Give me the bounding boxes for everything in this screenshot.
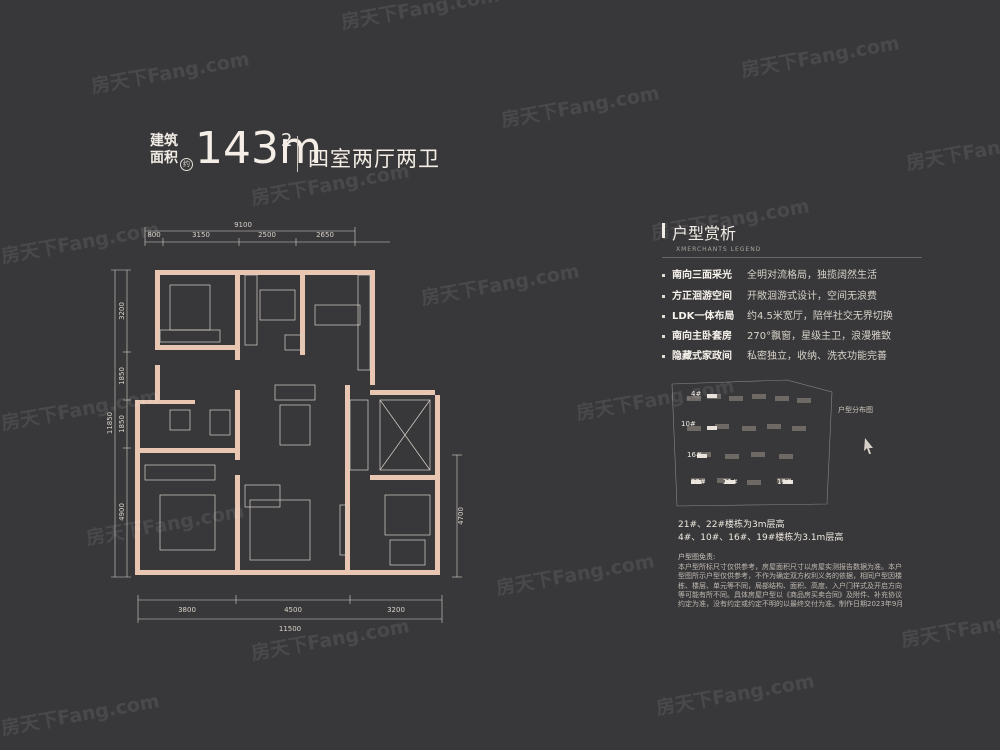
building-label: 21# (723, 478, 738, 486)
building-label: 19# (777, 478, 792, 486)
building-label: 22# (691, 478, 706, 486)
watermark: 房天下Fang.com (89, 48, 252, 98)
dim-left-1: 1850 (118, 367, 126, 385)
dim-top-total: 9100 (234, 221, 252, 229)
feature-value: 开敞洄游式设计，空间无浪费 (747, 291, 877, 302)
dim-top-2: 2500 (258, 231, 276, 239)
watermark: 房天下Fang.com (654, 670, 817, 720)
watermark: 房天下Fang.com (0, 690, 162, 740)
feature-item: 南向主卧套房 270°飘窗，星级主卫，浪漫雅致 (662, 330, 891, 343)
feature-key: 方正洄游空间 (672, 291, 732, 302)
watermark: 房天下Fang.com (494, 550, 657, 600)
dim-top-1: 3150 (192, 231, 210, 239)
watermark: 房天下Fang.com (499, 82, 662, 132)
ceiling-note-2: 4#、10#、16#、19#楼栋为3.1m层高 (678, 533, 844, 543)
site-plan-label: 户型分布图 (838, 406, 873, 414)
watermark: 房天下Fang.com (899, 602, 1000, 652)
dim-left-2: 1850 (118, 415, 126, 433)
approx-badge: 约 (180, 158, 193, 171)
feature-item: LDK一体布局 约4.5米宽厅，陪伴社交无界切换 (662, 310, 893, 323)
watermark: 房天下Fang.com (339, 0, 502, 34)
feature-key: 南向三面采光 (672, 270, 732, 281)
watermark: 房天下Fang.com (739, 32, 902, 82)
site-plan-map: 4# 10# 16# 22# 21# 19# (671, 379, 873, 507)
feature-value: 270°飘窗，星级主卫，浪漫雅致 (747, 331, 892, 342)
north-arrow-icon (864, 438, 873, 454)
disclaimer-title: 户型图免责: (678, 553, 716, 561)
bullet-icon (662, 273, 665, 277)
walls (135, 270, 440, 575)
title-divider (297, 136, 298, 172)
dim-left-3: 4900 (118, 503, 126, 521)
area-label-line2: 面积 (150, 150, 178, 166)
area-superscript: 2 (281, 130, 293, 151)
feature-item: 南向三面采光 全明对流格局，独揽阔然生活 (662, 269, 877, 282)
feature-key: 南向主卧套房 (672, 331, 732, 342)
dim-top-3: 2650 (316, 231, 334, 239)
ceiling-note-1: 21#、22#楼栋为3m层高 (678, 520, 785, 530)
dim-top-0: 800 (147, 231, 160, 239)
dim-left-0: 3200 (118, 302, 126, 320)
fixtures (144, 274, 431, 566)
dim-bottom-2: 3200 (387, 606, 405, 614)
bullet-icon (662, 314, 665, 318)
section-subtitle: XMERCHANTS LEGEND (676, 246, 762, 253)
area-label: 建筑 面积 (150, 133, 190, 167)
bullet-icon (662, 334, 665, 338)
dim-bottom-total: 11500 (279, 625, 301, 633)
dim-bottom-0: 3800 (178, 606, 196, 614)
feature-key: 隐藏式家政间 (672, 351, 732, 362)
section-rule (662, 257, 922, 258)
building-label: 16# (687, 451, 702, 459)
layout-type: 四室两厅两卫 (308, 147, 440, 171)
floor-plan: 9100 800 3150 2500 2650 3800 4500 3200 1… (106, 221, 465, 633)
feature-value: 约4.5米宽厅，陪伴社交无界切换 (747, 311, 893, 322)
watermark: 房天下Fang.com (904, 125, 1000, 175)
feature-value: 私密独立，收纳、洗衣功能完善 (747, 351, 887, 362)
section-marker (662, 223, 665, 238)
feature-item: 方正洄游空间 开敞洄游式设计，空间无浪费 (662, 290, 877, 303)
bullet-icon (662, 294, 665, 298)
disclaimer-body: 本户型所标尺寸仅供参考，房屋面积尺寸以房屋实测报告数据为准。本户型图所示户型仅供… (678, 563, 904, 609)
feature-key: LDK一体布局 (672, 311, 735, 322)
dim-bottom-1: 4500 (284, 606, 302, 614)
bullet-icon (662, 354, 665, 358)
building-label: 4# (691, 390, 701, 398)
dim-right: 4700 (457, 507, 465, 525)
area-label-line1: 建筑 (150, 133, 178, 149)
dim-left-total: 11850 (106, 412, 114, 434)
feature-item: 隐藏式家政间 私密独立，收纳、洗衣功能完善 (662, 350, 887, 363)
feature-value: 全明对流格局，独揽阔然生活 (747, 270, 877, 281)
section-title: 户型赏析 (672, 224, 737, 243)
building-label: 10# (681, 420, 696, 428)
area-value: 143m (195, 123, 322, 174)
